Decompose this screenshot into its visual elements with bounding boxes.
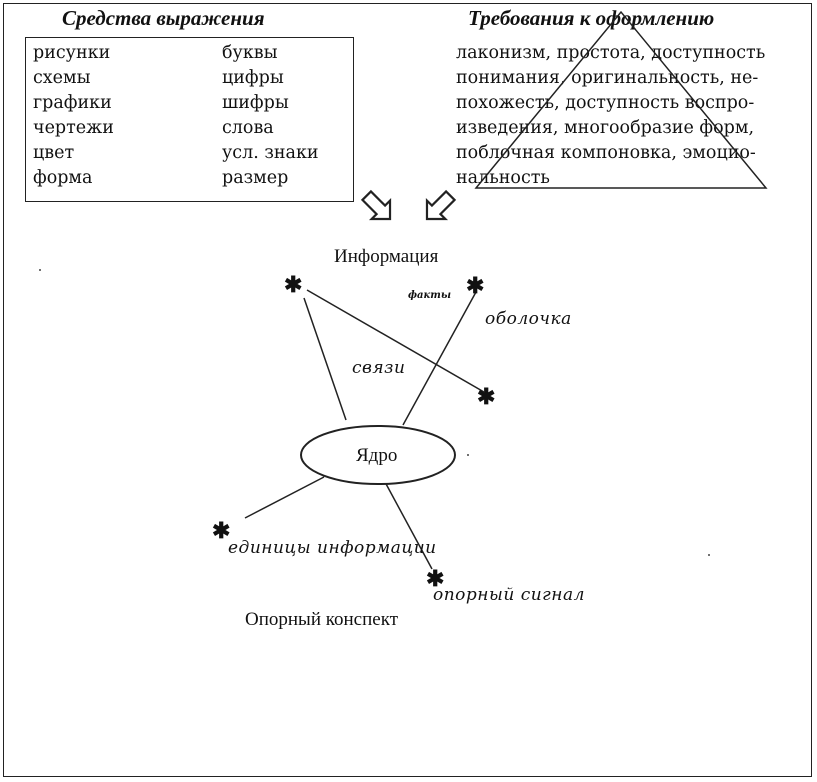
page-frame [3,3,812,777]
means-item: слова [222,118,274,138]
information-label: Информация [334,246,439,267]
links-label: связи [352,358,406,378]
means-left-column: рисунки схемы графики чертежи цвет форма [33,41,114,191]
means-title: Средства выражения [62,6,265,30]
core-left-link-line [303,297,347,421]
star-icon: ✱ [212,518,231,544]
requirements-title: Требования к оформлению [468,6,715,30]
means-item: рисунки [33,43,111,63]
means-item: размер [222,168,289,188]
arrow-down-right-icon [360,189,392,221]
signal-link-line [384,481,433,570]
units-link-line [244,476,325,519]
means-box: рисунки схемы графики чертежи цвет форма букв… [25,37,354,202]
means-item: шифры [222,93,289,113]
requirements-text: лаконизм, простота, доступность понимания… [456,41,801,191]
means-item: форма [33,168,93,188]
means-item: цвет [33,143,75,163]
means-item: цифры [222,68,284,88]
means-item: чертежи [33,118,114,138]
facts-connector-line [306,289,485,393]
arrow-down-left-icon [425,189,457,221]
requirements-line: поблочная компоновка, эмоцио- [456,143,756,163]
core-label: Ядро [356,445,398,466]
signal-label: опорный сигнал [433,585,585,605]
means-right-column: буквы цифры шифры слова усл. знаки размер [222,41,319,191]
requirements-line: понимания, оригинальность, не- [456,68,759,88]
means-item: схемы [33,68,91,88]
star-icon: ✱ [426,566,445,592]
core-right-link-line [402,291,477,426]
star-icon: ✱ [477,384,496,410]
star-icon: ✱ [466,273,485,299]
requirements-triangle [474,10,768,189]
star-icon: ✱ [284,272,303,298]
means-item: графики [33,93,112,113]
means-item: усл. знаки [222,143,319,163]
print-speck [39,269,41,271]
print-speck [708,554,710,556]
facts-label: факты [408,290,452,301]
shell-label: оболочка [485,309,572,329]
diagram-caption: Опорный конспект [245,609,398,630]
requirements-line: похожесть, доступность воспро- [456,93,755,113]
core-ellipse [300,425,456,485]
units-label: единицы информации [228,538,437,558]
print-speck [467,454,469,456]
means-item: буквы [222,43,278,63]
requirements-line: лаконизм, простота, доступность [456,43,766,63]
